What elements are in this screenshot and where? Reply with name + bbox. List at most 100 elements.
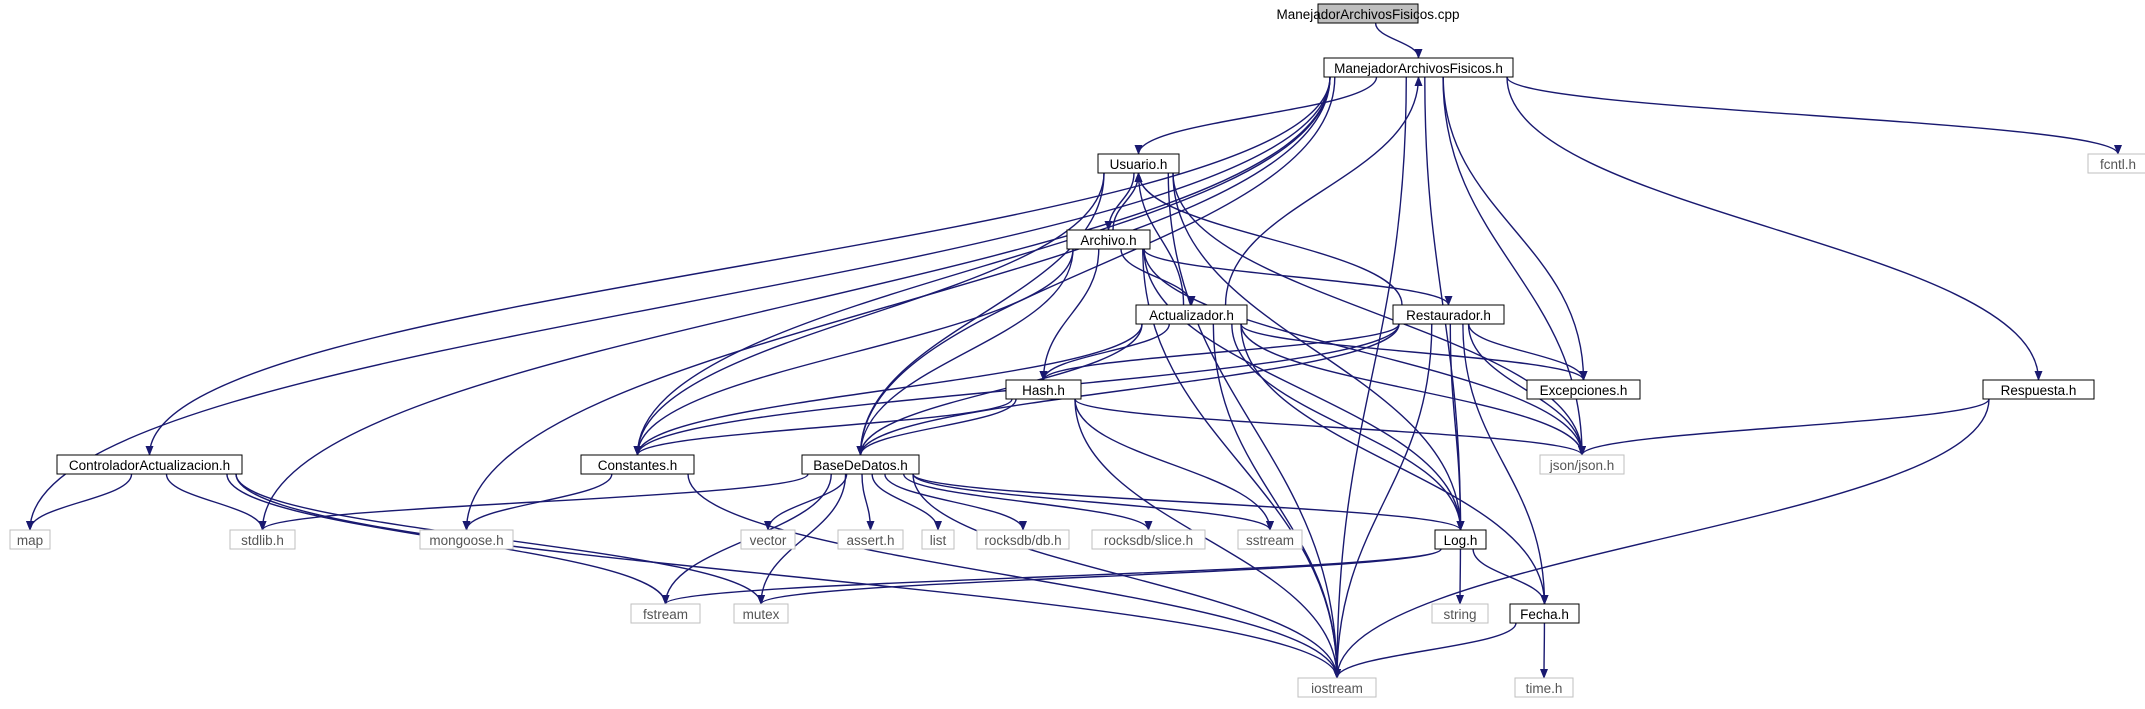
node-actualizador[interactable]: Actualizador.h: [1135, 304, 1248, 325]
node-box: [580, 454, 695, 475]
node-box: [837, 529, 904, 550]
node-box: [1297, 677, 1377, 698]
node-box: [1539, 454, 1625, 475]
edge-restaurador-to-log: [1449, 323, 1465, 531]
edge-actualizador-to-constantes: [633, 323, 1143, 456]
edge-mafh-to-controlador: [145, 76, 1331, 456]
edge-controlador-to-stdlib: [165, 473, 267, 531]
node-fecha[interactable]: Fecha.h: [1509, 603, 1580, 624]
edge-usuario-to-archivo: [1104, 172, 1135, 231]
edge-hash-to-constantes: [633, 398, 1013, 456]
edge-restaurador-to-fecha: [1462, 323, 1549, 605]
node-label: ManejadorArchivosFisicos.cpp: [1276, 7, 1459, 22]
node-fcntl: fcntl.h: [2087, 153, 2145, 174]
node-basededatos[interactable]: BaseDeDatos.h: [801, 454, 920, 475]
node-box: [56, 454, 243, 475]
edge-respuesta-to-iostream: [1333, 398, 1990, 679]
edge-mafh-to-constantes: [633, 76, 1331, 456]
edge-archivo-to-basededatos: [856, 248, 1074, 456]
edge-hash-to-basededatos: [856, 398, 1017, 456]
node-list: list: [921, 529, 955, 550]
node-mafh[interactable]: ManejadorArchivosFisicos.h: [1323, 57, 1514, 78]
node-label: Constantes.h: [598, 458, 678, 473]
edge-actualizador-to-excepciones: [1240, 323, 1588, 381]
node-box: [1066, 229, 1151, 250]
edge-restaurador-to-json: [1467, 323, 1586, 456]
edge-mafh-to-fcntl: [1506, 76, 2122, 155]
node-label: iostream: [1311, 681, 1363, 696]
node-box: [1431, 603, 1489, 624]
node-mongoose: mongoose.h: [419, 529, 514, 550]
edge-mafh-to-excepciones: [1442, 76, 1588, 381]
node-log[interactable]: Log.h: [1434, 529, 1487, 550]
node-box: [921, 529, 955, 550]
node-label: sstream: [1246, 533, 1294, 548]
node-label: Fecha.h: [1520, 607, 1569, 622]
edge-basededatos-to-assert: [861, 473, 875, 531]
node-box: [1005, 379, 1082, 400]
edge-fecha-to-iostream: [1333, 622, 1517, 679]
node-constantes[interactable]: Constantes.h: [580, 454, 695, 475]
node-string: string: [1431, 603, 1489, 624]
node-usuario[interactable]: Usuario.h: [1097, 153, 1180, 174]
node-label: Actualizador.h: [1149, 308, 1234, 323]
nodes-layer: ManejadorArchivosFisicos.cppManejadorArc…: [9, 3, 2145, 698]
node-label: time.h: [1526, 681, 1563, 696]
node-box: [976, 529, 1070, 550]
node-archivo[interactable]: Archivo.h: [1066, 229, 1151, 250]
node-box: [1097, 153, 1180, 174]
node-label: stdlib.h: [241, 533, 284, 548]
edge-basededatos-to-stdlib: [258, 473, 809, 531]
node-respuesta[interactable]: Respuesta.h: [1982, 379, 2095, 400]
node-restaurador[interactable]: Restaurador.h: [1392, 304, 1505, 325]
edge-actualizador-to-iostream: [1212, 323, 1341, 679]
node-box: [733, 603, 789, 624]
edge-basededatos-to-mutex: [757, 473, 847, 605]
edge-hash-to-json: [1074, 398, 1586, 456]
node-box: [1392, 304, 1505, 325]
edge-archivo-to-hash: [1039, 248, 1100, 381]
node-label: ManejadorArchivosFisicos.h: [1334, 61, 1503, 76]
node-label: Log.h: [1444, 533, 1478, 548]
edge-usuario-to-iostream: [1167, 172, 1341, 679]
node-label: vector: [750, 533, 787, 548]
node-box: [801, 454, 920, 475]
node-label: Respuesta.h: [2001, 383, 2077, 398]
node-label: rocksdb/slice.h: [1104, 533, 1193, 548]
node-box: [1135, 304, 1248, 325]
node-box: [419, 529, 514, 550]
edge-mafh-to-usuario: [1134, 76, 1378, 155]
node-box: [1237, 529, 1303, 550]
edge-mafh-to-log: [1424, 76, 1465, 531]
node-iostream: iostream: [1297, 677, 1377, 698]
edge-log-to-mutex: [757, 548, 1442, 605]
edge-mafh-to-respuesta: [1506, 76, 2043, 381]
edge-restaurador-to-iostream: [1333, 323, 1433, 679]
node-fstream: fstream: [630, 603, 701, 624]
edge-root-to-mafh: [1374, 22, 1423, 59]
edge-basededatos-to-sstream: [912, 473, 1274, 531]
node-box: [1982, 379, 2095, 400]
edge-usuario-to-log: [1172, 172, 1465, 531]
node-box: [740, 529, 796, 550]
node-label: Archivo.h: [1080, 233, 1136, 248]
node-label: map: [17, 533, 43, 548]
edge-hash-to-sstream: [1074, 398, 1274, 531]
node-box: [229, 529, 296, 550]
edge-archivo-to-restaurador: [1143, 248, 1453, 306]
edge-mafh-to-stdlib: [258, 76, 1331, 531]
node-controlador[interactable]: ControladorActualizacion.h: [56, 454, 243, 475]
node-excepciones[interactable]: Excepciones.h: [1526, 379, 1641, 400]
node-label: mutex: [743, 607, 780, 622]
node-map: map: [9, 529, 51, 550]
edge-basededatos-to-rocksdb_db: [884, 473, 1027, 531]
node-box: [1434, 529, 1487, 550]
node-hash[interactable]: Hash.h: [1005, 379, 1082, 400]
node-label: string: [1443, 607, 1476, 622]
node-label: json/json.h: [1549, 458, 1615, 473]
node-label: Restaurador.h: [1406, 308, 1491, 323]
node-box: [1091, 529, 1206, 550]
edges-layer: [26, 22, 2122, 679]
node-box: [630, 603, 701, 624]
